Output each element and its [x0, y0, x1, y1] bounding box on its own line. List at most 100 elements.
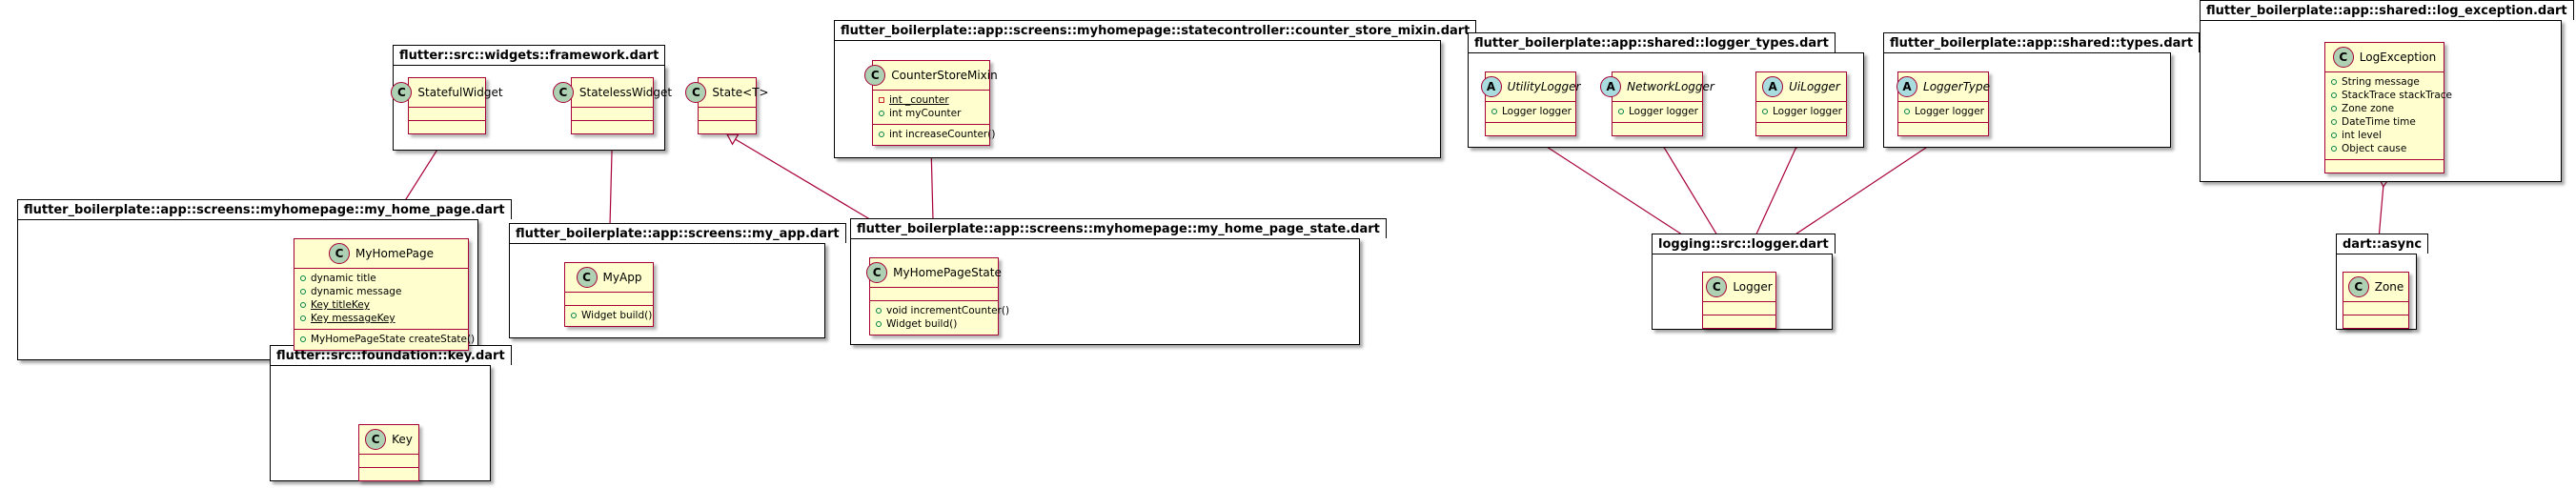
field-row: dynamic message — [300, 285, 462, 298]
class-header: C StatefulWidget — [391, 78, 503, 107]
method-row: Widget build() — [571, 309, 652, 322]
field-text: Logger logger — [1773, 106, 1842, 117]
method-row: MyHomePageState createState() — [300, 333, 475, 346]
package-title-framework: flutter::src::widgets::framework.dart — [393, 45, 666, 65]
package-title-log-exception: flutter_boilerplate::app::shared::log_ex… — [2200, 0, 2574, 20]
class-name: CounterStoreMixin — [891, 69, 998, 82]
public-visibility-icon — [1904, 109, 1910, 114]
class-icon: C — [391, 82, 413, 103]
package-title-logger: logging::src::logger.dart — [1652, 234, 1836, 254]
class-icon: C — [2347, 276, 2369, 297]
class-name: Key — [392, 433, 413, 446]
class-icon: C — [1706, 276, 1728, 297]
package-title-my-home-page-state: flutter_boilerplate::app::screens::myhom… — [850, 218, 1387, 238]
field-row: String message — [2331, 75, 2438, 89]
fields-section — [699, 107, 756, 120]
public-visibility-icon — [2331, 132, 2337, 138]
class-name: Zone — [2374, 280, 2404, 294]
field-row: StackTrace stackTrace — [2331, 89, 2452, 102]
methods-section: int increaseCounter() — [873, 124, 995, 145]
fields-section — [1703, 301, 1775, 315]
class-icon: C — [552, 82, 574, 103]
methods-section — [409, 120, 485, 133]
package-my-app — [509, 243, 825, 338]
field-text: StackTrace stackTrace — [2342, 90, 2452, 101]
field-text: Key messageKey — [311, 313, 396, 324]
public-visibility-icon — [2331, 79, 2337, 85]
methods-section: void incrementCounter()Widget build() — [870, 300, 1009, 335]
methods-section — [1756, 122, 1846, 135]
class-stateful-widget[interactable]: C StatefulWidget — [391, 77, 503, 134]
public-visibility-icon — [300, 275, 306, 281]
field-row: Key messageKey — [300, 312, 462, 325]
class-name: StatefulWidget — [417, 86, 503, 99]
methods-section — [1486, 122, 1575, 135]
abstract-class-icon: A — [1600, 76, 1622, 97]
public-visibility-icon — [300, 302, 306, 308]
fields-section — [565, 292, 653, 305]
fields-section — [572, 107, 653, 120]
field-text: String message — [2342, 76, 2420, 88]
class-name: NetworkLogger — [1627, 80, 1714, 93]
field-text: int level — [2342, 130, 2382, 141]
field-text: Key titleKey — [311, 299, 370, 311]
field-row: Logger logger — [1904, 105, 1984, 118]
class-name: StatelessWidget — [578, 86, 673, 99]
class-logger[interactable]: C Logger — [1702, 272, 1776, 329]
class-name: Logger — [1733, 280, 1773, 294]
class-icon: C — [365, 429, 387, 450]
class-name: MyHomePage — [355, 247, 434, 260]
fields-section: Logger logger — [1613, 101, 1702, 122]
public-visibility-icon — [300, 315, 306, 321]
class-name: State<T> — [712, 86, 769, 99]
field-text: Logger logger — [1502, 106, 1572, 117]
field-text: dynamic message — [311, 286, 402, 297]
field-row: Logger logger — [1491, 105, 1572, 118]
field-row: Object cause — [2331, 142, 2438, 155]
class-header: C MyHomePage — [294, 239, 468, 268]
method-row: void incrementCounter() — [876, 304, 1009, 317]
field-text: Logger logger — [1915, 106, 1984, 117]
fields-section — [2343, 301, 2408, 315]
field-text: int myCounter — [889, 108, 962, 119]
fields-section: Logger logger — [1898, 101, 1988, 122]
public-visibility-icon — [300, 289, 306, 295]
public-visibility-icon — [1491, 109, 1497, 114]
public-visibility-icon — [2331, 119, 2337, 125]
field-row: DateTime time — [2331, 115, 2438, 129]
field-row: int myCounter — [879, 107, 984, 120]
package-title-my-home-page: flutter_boilerplate::app::screens::myhom… — [17, 199, 512, 219]
fields-section: Logger logger — [1756, 101, 1846, 122]
public-visibility-icon — [1618, 109, 1624, 114]
methods-section — [1613, 122, 1702, 135]
field-text: Zone zone — [2342, 103, 2395, 114]
method-text: int increaseCounter() — [889, 129, 996, 140]
public-visibility-icon — [300, 336, 306, 342]
field-text: int _counter — [889, 94, 949, 106]
class-header: C StatelessWidget — [552, 78, 672, 107]
class-key[interactable]: C Key — [358, 424, 419, 481]
field-text: Logger logger — [1629, 106, 1698, 117]
class-stateless-widget[interactable]: C StatelessWidget — [552, 77, 672, 134]
class-icon: C — [329, 243, 351, 264]
package-title-my-app: flutter_boilerplate::app::screens::my_ap… — [509, 223, 846, 243]
class-zone[interactable]: C Zone — [2343, 272, 2409, 329]
field-row: int level — [2331, 129, 2438, 142]
